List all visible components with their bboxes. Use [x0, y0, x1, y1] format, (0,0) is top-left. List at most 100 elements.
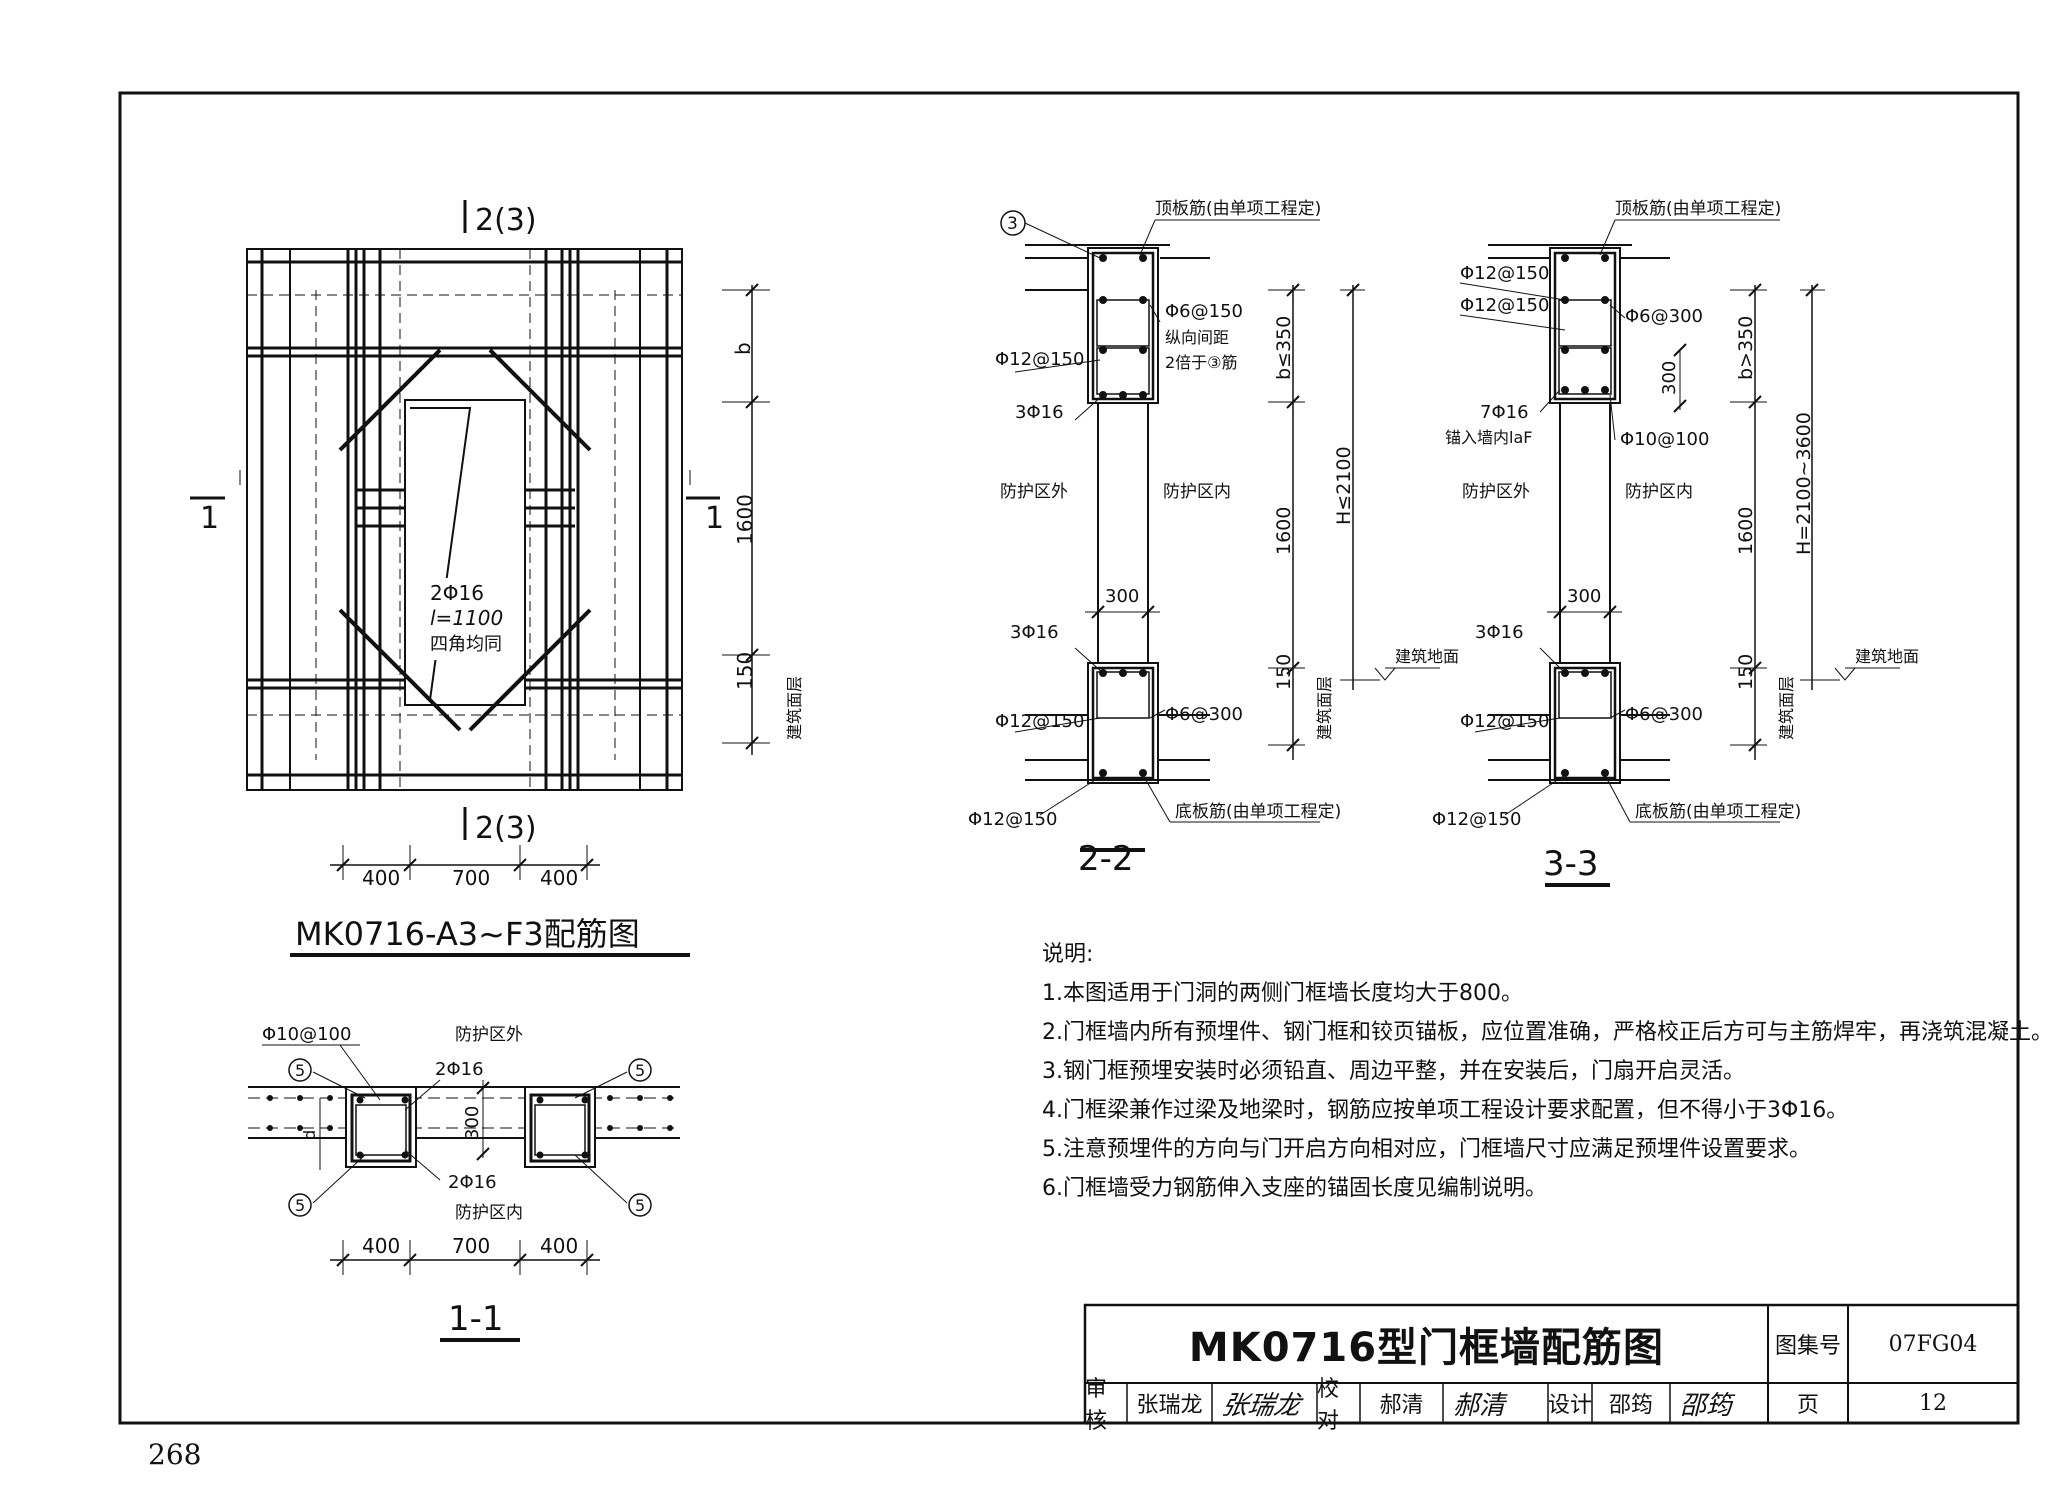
s22-bottom-long-bar: 3Φ16 — [1010, 622, 1059, 643]
s33-stirrup: Φ6@300 — [1625, 306, 1703, 327]
designer-name: 邵筠 — [1608, 1393, 1653, 1418]
s33-bar2: Φ12@150 — [1460, 295, 1549, 316]
sheet-border — [118, 91, 2020, 1425]
drawing-title: MK0716型门框墙配筋图 — [1188, 1325, 1665, 1371]
s22-top-slab: 顶板筋(由单项工程定) — [1155, 199, 1321, 219]
s11-callout-2: 5 — [295, 1196, 305, 1215]
designer-signature: 邵筠 — [1680, 1391, 1736, 1421]
rebar-note-1: 2Φ16 — [430, 581, 484, 605]
s33-dim-150: 150 — [1735, 654, 1757, 690]
section-1-1-drawing — [248, 1044, 680, 1342]
note-item: 6.门框墙受力钢筋伸入支座的锚固长度见编制说明。 — [1042, 1176, 1547, 1201]
s11-dim-700: 700 — [452, 1234, 490, 1258]
s33-inside: 防护区内 — [1625, 482, 1693, 502]
s33-bottom-stirrup: Φ6@300 — [1625, 704, 1703, 725]
s22-long-bar: 3Φ16 — [1015, 402, 1064, 423]
dim-150: 150 — [733, 652, 757, 690]
section-mark-bottom: 2(3) — [475, 811, 537, 846]
s22-outside: 防护区外 — [1000, 482, 1068, 502]
s22-caption: 2-2 — [1078, 839, 1134, 879]
atlas-number: 07FG04 — [1888, 1331, 1978, 1357]
atlas-label: 图集号 — [1774, 1334, 1841, 1359]
s33-floor-layer: 建筑面层 — [1777, 676, 1796, 740]
section-mark-top: 2(3) — [475, 203, 537, 238]
s22-floor: 建筑地面 — [1395, 647, 1459, 666]
checker-signature: 郝清 — [1453, 1391, 1508, 1421]
s33-top-slab: 顶板筋(由单项工程定) — [1615, 199, 1781, 219]
s11-dim-d: d — [300, 1130, 319, 1140]
elevation-caption: MK0716-A3~F3配筋图 — [295, 915, 640, 953]
s22-bottom-bar2: Φ12@150 — [968, 809, 1057, 830]
rebar-note-3: 四角均同 — [430, 634, 502, 655]
notes-block: 说明: 1.本图适用于门洞的两侧门框墙长度均大于800。 2.门框墙内所有预埋件… — [1042, 935, 2048, 1208]
s33-bottom-bar2: Φ12@150 — [1432, 809, 1521, 830]
dim-700: 700 — [452, 866, 490, 890]
s11-outside: 防护区外 — [455, 1025, 523, 1045]
section-3-3-labels: 顶板筋(由单项工程定) Φ12@150 Φ12@150 Φ6@300 300 7… — [1432, 199, 1919, 884]
dim-1600: 1600 — [733, 494, 757, 545]
s22-floor-layer: 建筑面层 — [1315, 676, 1334, 740]
s22-dim-b: b≤350 — [1273, 316, 1295, 380]
sheet-page-number: 12 — [1919, 1390, 1947, 1416]
s11-dim-400-left: 400 — [362, 1234, 400, 1258]
s33-dim-b: b>350 — [1735, 316, 1757, 380]
s33-bottom-side-bar: Φ12@150 — [1460, 711, 1549, 732]
s22-inside: 防护区内 — [1163, 482, 1231, 502]
section-1-1-labels: Φ10@100 防护区外 2Φ16 2Φ16 防护区内 300 d 5 5 5 … — [262, 1024, 645, 1339]
s22-bottom-side-bar: Φ12@150 — [995, 711, 1084, 732]
note-item: 3.钢门框预埋安装时必须铅直、周边平整，并在安装后，门扇开启灵活。 — [1042, 1059, 1745, 1084]
design-label: 设计 — [1548, 1393, 1593, 1418]
reviewer-name: 张瑞龙 — [1136, 1393, 1203, 1418]
s22-dim-150: 150 — [1273, 654, 1295, 690]
s33-dim-1600: 1600 — [1735, 507, 1757, 555]
page-label: 页 — [1796, 1393, 1819, 1418]
review-label: 审核 — [1085, 1377, 1108, 1434]
s33-bar1: Φ12@150 — [1460, 263, 1549, 284]
s11-dim-400-right: 400 — [540, 1234, 578, 1258]
s11-dim-300: 300 — [462, 1106, 483, 1140]
s33-bottom-long-bar: 3Φ16 — [1475, 622, 1524, 643]
s11-caption: 1-1 — [448, 1299, 504, 1339]
section-2-2-drawing — [1000, 210, 1440, 852]
s33-bottom-slab: 底板筋(由单项工程定) — [1635, 802, 1801, 822]
s22-note1: 纵向间距 — [1165, 328, 1229, 347]
notes-heading: 说明: — [1042, 942, 1094, 967]
elevation-labels: 2(3) 2(3) 1 1 400 700 400 b 1600 150 建筑面… — [200, 203, 804, 953]
note-item: 1.本图适用于门洞的两侧门框墙长度均大于800。 — [1042, 981, 1523, 1006]
dim-400-right: 400 — [540, 866, 578, 890]
s33-tie: Φ10@100 — [1620, 429, 1709, 450]
s11-callout-3: 5 — [635, 1061, 645, 1080]
checker-name: 郝清 — [1379, 1393, 1424, 1418]
s33-anchor: 锚入墙内laF — [1445, 428, 1532, 447]
note-item: 2.门框墙内所有预埋件、钢门框和铰页锚板，应位置准确，严格校正后方可与主筋焊牢，… — [1042, 1020, 2048, 1045]
dim-b: b — [731, 342, 755, 355]
note-item: 4.门框梁兼作过梁及地梁时，钢筋应按单项工程设计要求配置，但不得小于3Φ16。 — [1042, 1098, 1849, 1123]
page-number: 268 — [148, 1438, 202, 1471]
s11-inside: 防护区内 — [455, 1203, 523, 1223]
s11-callout-4: 5 — [635, 1196, 645, 1215]
s22-stirrup: Φ6@150 — [1165, 301, 1243, 322]
title-block-signatures: 张瑞龙 郝清 邵筠 — [1219, 1391, 1736, 1421]
section-3-3-drawing — [1459, 219, 1900, 887]
s22-dim-H: H≤2100 — [1333, 446, 1355, 525]
s11-top-rebar: Φ10@100 — [262, 1024, 351, 1045]
s22-callout: 3 — [1007, 214, 1018, 234]
reviewer-signature: 张瑞龙 — [1219, 1391, 1305, 1421]
section-2-2-labels: 3 顶板筋(由单项工程定) Φ6@150 纵向间距 2倍于③筋 Φ12@150 … — [968, 199, 1459, 879]
s33-wall: 300 — [1567, 586, 1601, 607]
s33-long-bar: 7Φ16 — [1480, 402, 1529, 423]
s33-caption: 3-3 — [1543, 844, 1599, 884]
s33-dim300: 300 — [1659, 361, 1680, 395]
s22-bottom-stirrup: Φ6@300 — [1165, 704, 1243, 725]
s11-bar-top: 2Φ16 — [435, 1059, 484, 1080]
dim-400-left: 400 — [362, 866, 400, 890]
s22-dim-1600: 1600 — [1273, 507, 1295, 555]
rebar-note-2: l=1100 — [430, 606, 503, 630]
section-mark-right: 1 — [705, 501, 724, 536]
s33-floor: 建筑地面 — [1855, 647, 1919, 666]
s11-bar-bottom: 2Φ16 — [448, 1172, 497, 1193]
s33-outside: 防护区外 — [1462, 482, 1530, 502]
s11-callout-1: 5 — [295, 1061, 305, 1080]
section-mark-left: 1 — [200, 501, 219, 536]
